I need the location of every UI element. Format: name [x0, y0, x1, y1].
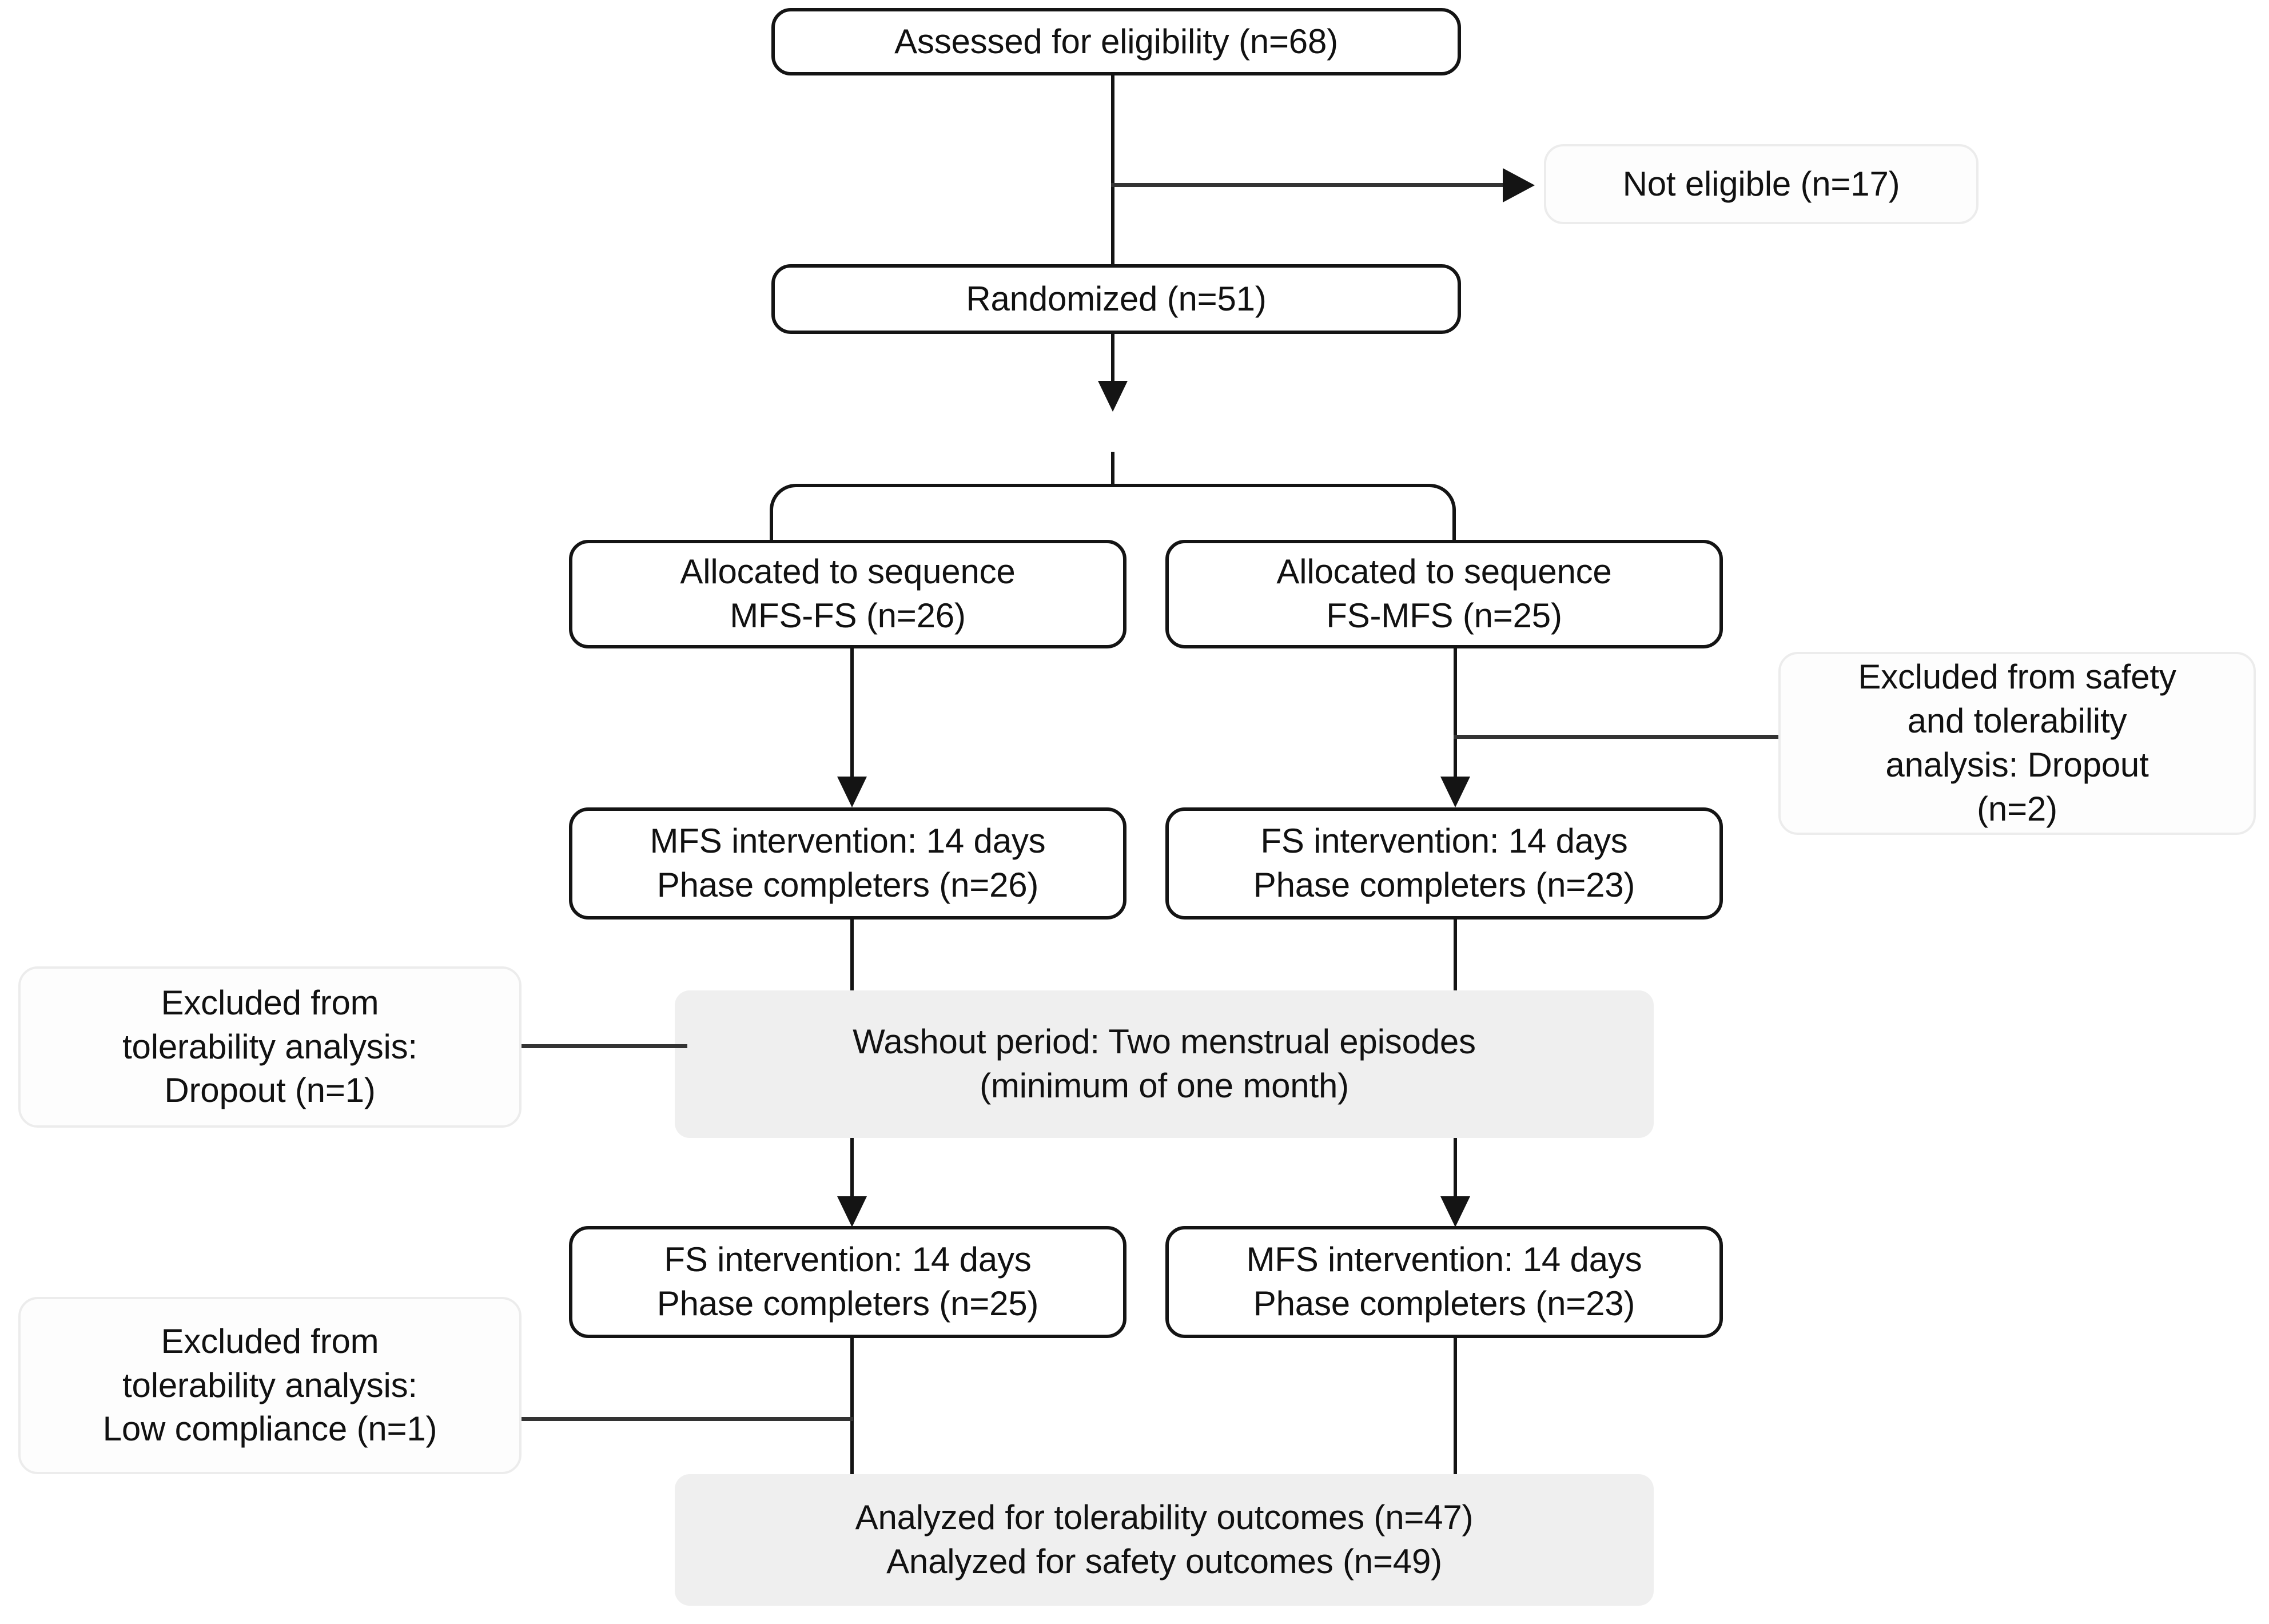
connector-split-stem	[1111, 452, 1114, 487]
node-analyzed-outcomes: Analyzed for tolerability outcomes (n=47…	[675, 1474, 1654, 1606]
connector-period1-right-to-washout	[1454, 920, 1457, 993]
arrowhead-down-period1-right	[1440, 777, 1470, 807]
node-washout-period: Washout period: Two menstrual episodes (…	[675, 990, 1654, 1138]
connector-to-excluded-safety-tolerability	[1454, 735, 2051, 739]
node-period1-fs-intervention: FS intervention: 14 days Phase completer…	[1165, 807, 1723, 920]
arrowhead-right-not-eligible	[1503, 168, 1535, 202]
connector-randomized-down	[1111, 334, 1114, 385]
node-period2-fs-intervention: FS intervention: 14 days Phase completer…	[569, 1226, 1126, 1338]
connector-period2-left-to-analyzed	[850, 1338, 854, 1482]
connector-assessed-to-randomized	[1111, 75, 1114, 264]
node-allocated-sequence-mfs-fs: Allocated to sequence MFS-FS (n=26)	[569, 540, 1126, 648]
node-randomized: Randomized (n=51)	[771, 264, 1461, 334]
connector-washout-to-excluded-dropout	[516, 1044, 687, 1048]
node-excluded-tolerability-dropout: Excluded from tolerability analysis: Dro…	[18, 966, 522, 1128]
connector-period2-right-to-analyzed	[1454, 1338, 1457, 1482]
connector-alloc-right-to-period1	[1454, 648, 1457, 781]
node-allocated-sequence-fs-mfs: Allocated to sequence FS-MFS (n=25)	[1165, 540, 1723, 648]
connector-alloc-left-to-period1	[850, 648, 854, 781]
connector-washout-to-period2-right	[1454, 1138, 1457, 1200]
node-excluded-tolerability-low-compliance: Excluded from tolerability analysis: Low…	[18, 1297, 522, 1474]
arrowhead-down-period2-left	[837, 1196, 867, 1227]
arrowhead-down-period2-right	[1440, 1196, 1470, 1227]
connector-period2-to-excluded-low-compliance	[516, 1417, 853, 1421]
node-not-eligible: Not eligible (n=17)	[1544, 144, 1979, 224]
arrowhead-down-randomized	[1098, 381, 1128, 412]
node-excluded-safety-tolerability: Excluded from safety and tolerability an…	[1778, 652, 2256, 835]
node-period2-mfs-intervention: MFS intervention: 14 days Phase complete…	[1165, 1226, 1723, 1338]
arrowhead-down-period1-left	[837, 777, 867, 807]
connector-washout-to-period2-left	[850, 1138, 854, 1200]
node-assessed-for-eligibility: Assessed for eligibility (n=68)	[771, 8, 1461, 75]
connector-allocation-split-bracket	[770, 484, 1456, 543]
connector-period1-left-to-washout	[850, 920, 854, 993]
node-period1-mfs-intervention: MFS intervention: 14 days Phase complete…	[569, 807, 1126, 920]
connector-assessed-to-not-eligible	[1111, 183, 1506, 187]
